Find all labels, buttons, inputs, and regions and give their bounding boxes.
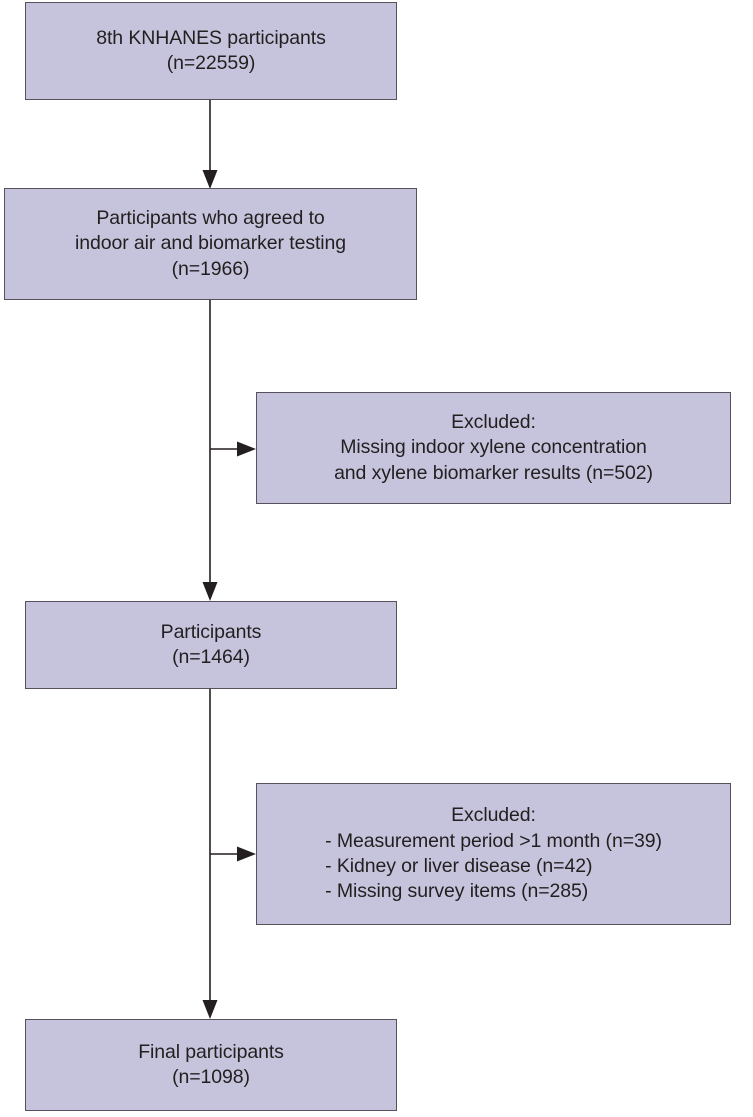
arrowhead-n3-n4 [202, 1000, 218, 1019]
exclusion-heading: Excluded: [451, 804, 536, 827]
exclusion-item: - Kidney or liver disease (n=42) [325, 855, 593, 877]
node-exclusion-criteria-list: Excluded: - Measurement period >1 month … [256, 783, 731, 925]
node-line: (n=22559) [166, 52, 256, 74]
node-final-participants: Final participants (n=1098) [25, 1019, 397, 1111]
node-line: Final participants [138, 1040, 284, 1063]
exclusion-item: - Measurement period >1 month (n=39) [325, 829, 662, 852]
node-line: Participants [160, 620, 262, 643]
node-line: (n=1464) [172, 646, 250, 668]
node-line: (n=1098) [172, 1066, 250, 1088]
exclusion-item: - Missing survey items (n=285) [325, 880, 589, 903]
arrowhead-branch-e1 [237, 441, 256, 457]
node-line: (n=1966) [171, 257, 250, 280]
node-participants-1464: Participants (n=1464) [25, 601, 397, 689]
node-exclusion-missing-xylene: Excluded: Missing indoor xylene concentr… [256, 392, 731, 504]
arrowhead-branch-e2 [237, 846, 256, 862]
node-line: and xylene biomarker results (n=502) [334, 461, 653, 484]
node-line: Participants who agreed to [96, 206, 325, 229]
exclusion-item-list: - Measurement period >1 month (n=39) - K… [325, 829, 662, 905]
node-line: Excluded: [451, 410, 536, 433]
node-knhanes-participants: 8th KNHANES participants (n=22559) [25, 2, 397, 100]
node-line: 8th KNHANES participants [96, 26, 326, 49]
node-line: Missing indoor xylene concentration [340, 436, 647, 459]
arrowhead-n2-n3 [202, 582, 218, 601]
node-line: indoor air and biomarker testing [74, 232, 347, 255]
node-agreed-participants: Participants who agreed to indoor air an… [4, 188, 417, 300]
arrowhead-n1-n2 [202, 170, 218, 189]
